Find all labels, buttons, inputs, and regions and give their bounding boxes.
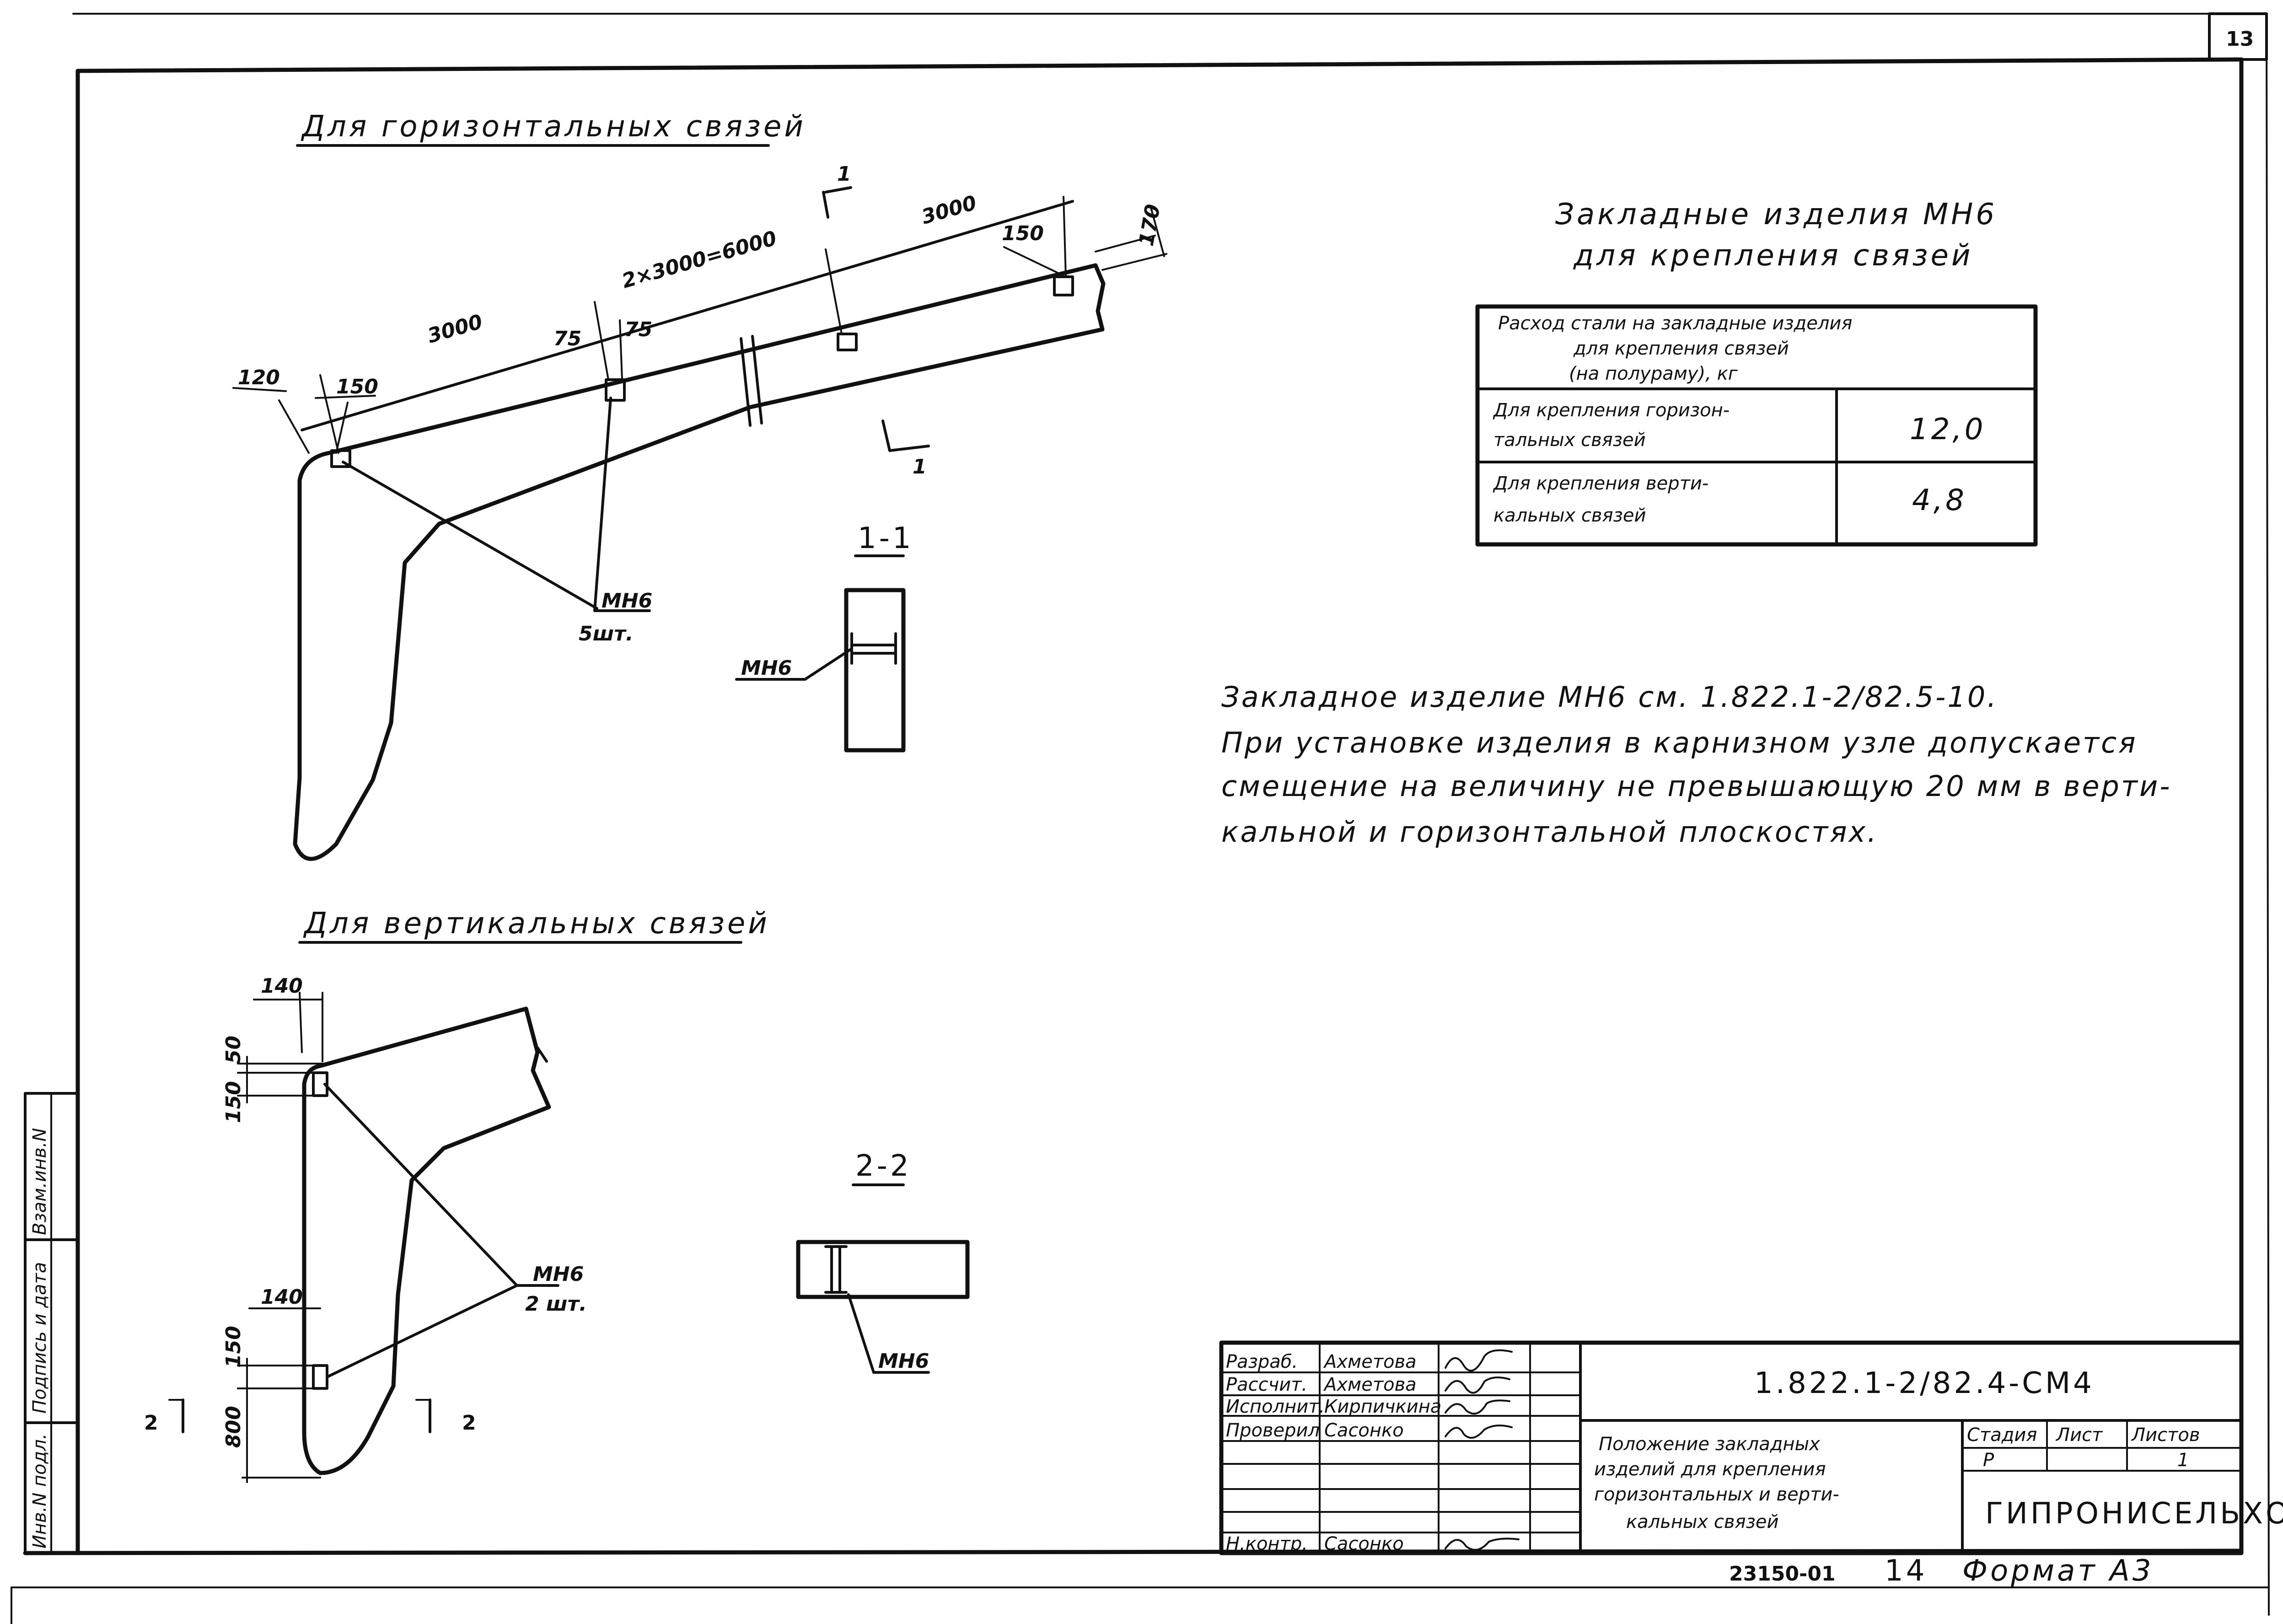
- tb-name-1: Ахметова: [1323, 1374, 1417, 1395]
- tb-desc-3: кальных связей: [1626, 1511, 1778, 1533]
- tb-stage-header: Стадия: [1967, 1425, 2037, 1446]
- section-mark-2-left: 2: [144, 1411, 158, 1435]
- tb-role-6: Н.контр.: [1226, 1533, 1308, 1554]
- note-line-1: При установке изделия в карнизном узле д…: [1221, 726, 2138, 759]
- heading-line2: для крепления связей: [1573, 239, 1973, 273]
- callout-vertical-label: МН6: [533, 1263, 584, 1286]
- section-mark-2-right: 2: [462, 1411, 476, 1435]
- table-row-1-label-1: кальных связей: [1493, 505, 1646, 526]
- dimension-lines-vertical: [168, 992, 431, 1483]
- table-row-0-label-1: тальных связей: [1493, 430, 1646, 451]
- tb-doc-code: 1.822.1-2/82.4-СМ4: [1754, 1366, 2095, 1400]
- callout-vertical-count: 2 шт.: [525, 1292, 587, 1316]
- note-line-2: смещение на величину не превышающую 20 м…: [1221, 769, 2172, 803]
- table-header-2: (на полураму), кг: [1569, 363, 1738, 384]
- side-label-0: Инв.N подл.: [29, 1433, 50, 1549]
- tb-stage: Р: [1983, 1450, 1994, 1471]
- embedded-plates-horizontal: [330, 275, 1074, 468]
- note-line-3: кальной и горизонтальной плоскостях.: [1221, 815, 1878, 849]
- dim-overall: 2×3000=6000: [619, 226, 779, 293]
- section-2-2-label: МН6: [878, 1350, 929, 1373]
- section-mark-1-bottom: 1: [913, 455, 927, 479]
- heading-line1: Закладные изделия МН6: [1555, 198, 1997, 231]
- tb-role-3: Проверил: [1226, 1420, 1320, 1441]
- section-2-2-drawing: [796, 1240, 970, 1374]
- tb-desc-0: Положение закладных: [1599, 1434, 1820, 1455]
- side-stamp: [24, 1092, 79, 1554]
- table-row-0-label-0: Для крепления горизон-: [1493, 400, 1730, 421]
- tb-sheets-header: Листов: [2131, 1425, 2200, 1446]
- tb-desc-2: горизонтальных и верти-: [1594, 1484, 1839, 1505]
- dim-120: 120: [238, 366, 280, 389]
- section-1-1-drawing: [735, 588, 906, 753]
- dim-150a-v: 150: [222, 1081, 245, 1123]
- tb-organization: ГИПРОНИСЕЛЬХОЗ: [1985, 1497, 2283, 1531]
- tb-name-0: Ахметова: [1323, 1351, 1417, 1372]
- tb-name-6: Сасонко: [1324, 1533, 1404, 1554]
- dim-150a: 150: [336, 375, 378, 398]
- table-row-0-value: 12,0: [1910, 413, 1986, 446]
- horizontal-title: Для горизонтальных связей: [301, 110, 806, 144]
- callout-leader-vertical: [323, 1083, 559, 1378]
- dim-50: 50: [222, 1036, 245, 1064]
- dimension-lines-horizontal: [232, 186, 1167, 454]
- section-mark-1-top: 1: [837, 162, 851, 186]
- tb-name-2: Кирпичкина: [1324, 1396, 1441, 1417]
- callout-horizontal-label: МН6: [602, 589, 652, 613]
- embedded-plates-vertical: [312, 1071, 328, 1390]
- footer-archive-no: 23150-01: [1729, 1562, 1836, 1586]
- frame-outline-horizontal: [293, 263, 1106, 861]
- dim-140b: 140: [261, 1285, 303, 1309]
- section-2-2-title: 2-2: [855, 1149, 912, 1183]
- note-line-0: Закладное изделие МН6 см. 1.822.1-2/82.5…: [1221, 680, 1998, 714]
- side-label-2: Взам.инв.N: [29, 1128, 50, 1235]
- signature-marks: [1445, 1349, 1520, 1551]
- tb-desc-1: изделий для крепления: [1594, 1459, 1826, 1480]
- dim-150b-v: 150: [222, 1326, 245, 1368]
- tb-sheets: 1: [2177, 1450, 2189, 1471]
- dim-75a: 75: [553, 327, 581, 350]
- page-number: 13: [2226, 27, 2254, 51]
- tb-name-3: Сасонко: [1324, 1420, 1404, 1441]
- dim-75b: 75: [624, 318, 652, 341]
- table-header-0: Расход стали на закладные изделия: [1498, 313, 1853, 334]
- table-row-1-label-0: Для крепления верти-: [1493, 473, 1708, 494]
- vertical-title: Для вертикальных связей: [303, 907, 770, 941]
- dim-left-span: 3000: [425, 310, 485, 348]
- tb-sheet-header: Лист: [2055, 1425, 2103, 1446]
- steel-consumption-table: [1475, 304, 2038, 547]
- tb-role-0: Разраб.: [1226, 1351, 1298, 1372]
- callout-leader-horizontal: [342, 397, 651, 612]
- dim-800: 800: [222, 1406, 245, 1448]
- dim-right-span: 3000: [919, 191, 979, 229]
- title-block: [1219, 1340, 2244, 1555]
- section-1-1-title: 1-1: [858, 522, 914, 555]
- frame-outline-vertical: [302, 1006, 551, 1475]
- footer-page: 14: [1885, 1554, 1927, 1588]
- callout-horizontal-count: 5шт.: [579, 622, 634, 645]
- dim-140a: 140: [261, 974, 303, 998]
- dim-150b: 150: [1002, 222, 1044, 245]
- footer-format: Формат А3: [1962, 1554, 2154, 1588]
- side-label-1: Подпись и дата: [29, 1262, 50, 1414]
- table-header-1: для крепления связей: [1573, 338, 1789, 359]
- tb-role-1: Рассчит.: [1226, 1374, 1307, 1395]
- tb-role-2: Исполнит.: [1226, 1396, 1325, 1417]
- table-row-1-value: 4,8: [1912, 484, 1967, 517]
- section-1-1-label: МН6: [741, 656, 792, 680]
